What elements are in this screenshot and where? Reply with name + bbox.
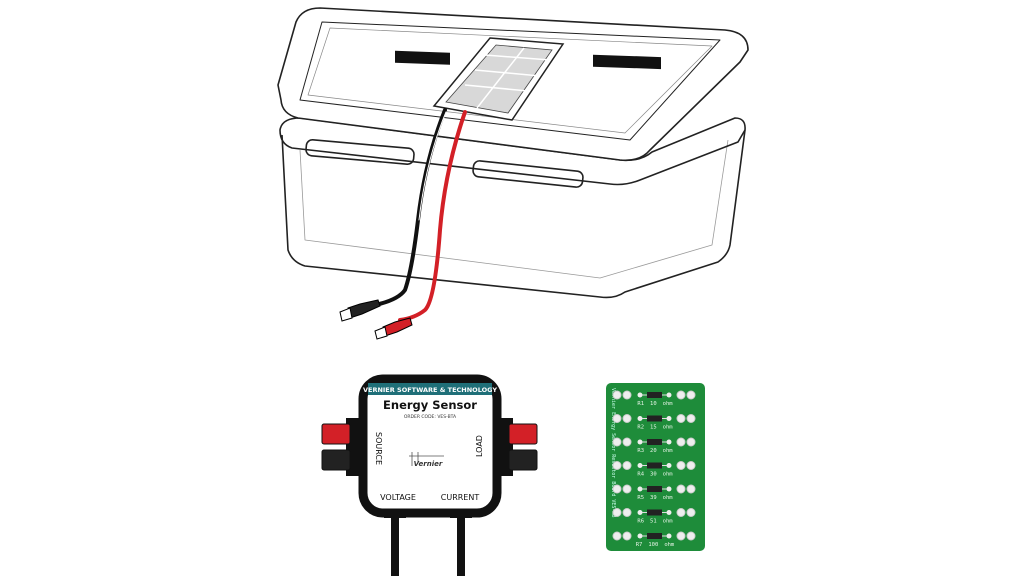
black-wire	[373, 108, 447, 307]
pad-hole	[676, 461, 686, 470]
lead-pad	[637, 486, 643, 492]
pad-hole	[622, 508, 632, 517]
pad-hole	[612, 461, 622, 470]
voltage-label: VOLTAGE	[380, 493, 416, 502]
lead-pad	[666, 439, 672, 445]
current-label: CURRENT	[441, 493, 480, 502]
pad-hole	[622, 461, 632, 470]
pad-hole	[676, 390, 686, 400]
sensor-title: Energy Sensor	[383, 398, 477, 412]
lid-label-right	[593, 54, 661, 70]
sensor-cables	[384, 508, 472, 576]
pad-hole	[612, 508, 622, 517]
resistor	[647, 533, 662, 539]
pad-hole	[676, 484, 686, 494]
lead-pad	[666, 486, 672, 492]
pad-hole	[612, 437, 622, 447]
lead-pad	[637, 392, 643, 398]
pad-hole	[622, 414, 632, 423]
lead-pad	[666, 392, 672, 398]
board-side-text: Vernier Energy Sensor Resistor Board VES…	[610, 388, 616, 517]
pad-hole	[676, 437, 686, 447]
latch-right	[472, 160, 584, 188]
pad-hole	[686, 390, 696, 400]
pad-hole	[686, 508, 696, 517]
lead-pad	[666, 533, 672, 539]
lead-pad	[666, 510, 672, 515]
lead-pad	[637, 439, 643, 445]
lead-pad	[637, 416, 643, 421]
sensor-order-code: ORDER CODE: VES-BTA	[404, 414, 457, 420]
resistor	[647, 486, 662, 492]
pad-hole	[676, 414, 686, 423]
load-label: LOAD	[475, 435, 484, 457]
lead-pad	[666, 463, 672, 468]
solar-panel	[432, 37, 565, 121]
pad-hole	[622, 531, 632, 541]
pad-hole	[622, 390, 632, 400]
resistor	[647, 392, 662, 398]
pad-hole	[676, 508, 686, 517]
resistor-board: Vernier Energy Sensor Resistor Board VES…	[606, 383, 705, 551]
lead-pad	[637, 510, 643, 515]
resistor	[647, 439, 662, 445]
pad-hole	[612, 531, 622, 541]
source-binding-posts[interactable]	[321, 418, 364, 476]
pad-hole	[686, 437, 696, 447]
pad-hole	[676, 531, 686, 541]
lid-inner	[299, 21, 721, 141]
sensor-brand-band: VERNIER SOFTWARE & TECHNOLOGY	[363, 386, 497, 394]
container-base-inner	[299, 139, 729, 279]
lead-pad	[637, 533, 643, 539]
resistor	[647, 415, 662, 422]
vernier-caliper-icon	[409, 452, 444, 466]
energy-sensor: VERNIER SOFTWARE & TECHNOLOGY Energy Sen…	[358, 374, 502, 518]
red-plug	[374, 317, 413, 340]
pad-hole	[686, 414, 696, 423]
pad-hole	[612, 390, 622, 400]
resistor	[647, 462, 662, 469]
resistor	[647, 509, 662, 516]
vernier-logo: Vernier	[414, 460, 443, 468]
lead-pad	[666, 416, 672, 421]
pad-hole	[612, 484, 622, 494]
pad-hole	[686, 461, 696, 470]
lead-pad	[637, 463, 643, 468]
pad-hole	[686, 484, 696, 494]
container-base	[281, 129, 746, 299]
pad-hole	[686, 531, 696, 541]
wires	[373, 108, 467, 322]
black-plug	[339, 299, 381, 322]
lid-label-left	[395, 50, 450, 65]
latch-left	[305, 139, 415, 165]
pad-hole	[612, 414, 622, 423]
red-wire	[398, 110, 467, 322]
lid-inner-2	[307, 27, 713, 134]
source-label: SOURCE	[374, 432, 383, 465]
pad-hole	[622, 437, 632, 447]
pad-hole	[622, 484, 632, 494]
